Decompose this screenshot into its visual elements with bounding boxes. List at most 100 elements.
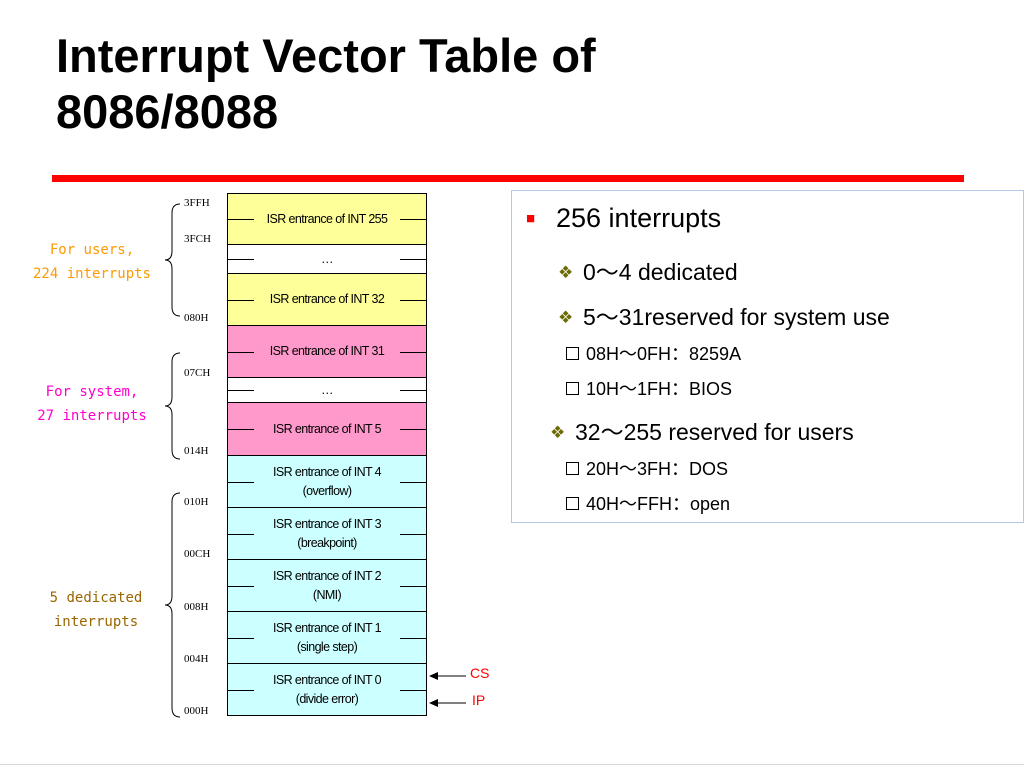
system-group-label: For system, 27 interrupts	[14, 380, 170, 428]
panel-line-users-text: 32～255 reserved for users	[575, 419, 854, 445]
dedicated-label-line1: 5 dedicated	[49, 590, 143, 606]
system-brace	[164, 352, 181, 460]
panel-line-dedicated: ❖ 0～4 dedicated	[558, 253, 738, 287]
panel-line-users: ❖ 32～255 reserved for users	[550, 413, 854, 447]
cs-pointer-label: CS	[470, 665, 490, 681]
cell-tick-left	[228, 299, 254, 301]
cell-tick-left	[228, 481, 254, 483]
cell-tick-left	[228, 429, 254, 430]
panel-line-8259a-text: 08H～0FH：8259A	[586, 344, 742, 364]
slide-title: Interrupt Vector Table of 8086/8088	[56, 28, 956, 140]
cell-tick-right	[400, 533, 426, 535]
panel-line-system-text: 5～31reserved for system use	[583, 304, 890, 330]
cell-tick-right	[400, 481, 426, 483]
vector-table-cell-text: (breakpoint)	[297, 535, 357, 550]
vector-table-cell: ISR entrance of INT 4(overflow)	[227, 455, 427, 507]
vector-table-cell: ISR entrance of INT 3(breakpoint)	[227, 507, 427, 559]
address-label: 080H	[184, 312, 209, 324]
vector-table-cell-text: …	[321, 251, 334, 266]
box-bullet-icon	[566, 347, 579, 360]
panel-line-8259a: 08H～0FH：8259A	[566, 340, 741, 366]
cell-tick-left	[228, 637, 254, 639]
title-divider	[52, 175, 964, 182]
dedicated-brace	[164, 492, 181, 718]
dedicated-group-label: 5 dedicated interrupts	[18, 586, 174, 634]
cell-tick-left	[228, 533, 254, 535]
dedicated-label-line2: interrupts	[53, 614, 139, 630]
square-bullet-icon: ■	[526, 210, 536, 227]
vector-table-cell-text: ISR entrance of INT 32	[269, 292, 385, 306]
vector-table-cell: ISR entrance of INT 1 (single step)	[227, 611, 427, 663]
slide-title-line2: 8086/8088	[56, 85, 279, 138]
box-bullet-icon	[566, 462, 579, 475]
address-label: 010H	[184, 496, 209, 508]
users-label-line2: 224 interrupts	[32, 266, 151, 282]
box-bullet-icon	[566, 497, 579, 510]
panel-line-system: ❖ 5～31reserved for system use	[558, 298, 890, 332]
vector-table-cell: …	[227, 377, 427, 402]
cell-tick-left	[228, 351, 254, 353]
ip-arrow-icon	[429, 699, 466, 707]
system-label-line1: For system,	[45, 384, 139, 400]
vector-table-cell: ISR entrance of INT 5	[227, 402, 427, 455]
cell-tick-right	[400, 351, 426, 353]
cell-tick-left	[228, 219, 254, 220]
panel-line-256-text: 256 interrupts	[556, 203, 722, 233]
diamond-bullet-icon: ❖	[558, 308, 574, 327]
cell-tick-left	[228, 259, 254, 260]
cell-tick-right	[400, 219, 426, 220]
cell-tick-right	[400, 585, 426, 587]
footer-divider	[0, 764, 1024, 765]
address-label: 07CH	[184, 367, 211, 379]
users-group-label: For users, 224 interrupts	[14, 238, 170, 286]
address-label: 004H	[184, 653, 209, 665]
ip-pointer-label: IP	[472, 692, 486, 708]
panel-line-bios-text: 10H～1FH：BIOS	[586, 379, 733, 399]
vector-table-cell-text: (divide error)	[295, 691, 359, 706]
cell-tick-right	[400, 429, 426, 430]
panel-line-dos: 20H～3FH：DOS	[566, 455, 728, 481]
vector-table-cell-text: ISR entrance of INT 0	[272, 672, 382, 687]
address-label: 000H	[184, 705, 209, 717]
vector-table-cell-text: …	[321, 382, 334, 397]
panel-line-dedicated-text: 0～4 dedicated	[583, 259, 738, 285]
vector-table-cell: ISR entrance of INT 2(NMI)	[227, 559, 427, 611]
vector-table-cell: …	[227, 244, 427, 273]
slide-title-line1: Interrupt Vector Table of	[56, 29, 596, 82]
summary-panel: ■ 256 interrupts ❖ 0～4 dedicated ❖ 5～31rese…	[511, 190, 1024, 523]
vector-table-cell: ISR entrance of INT 32	[227, 273, 427, 325]
address-label: 014H	[184, 445, 209, 457]
vector-table-cell-text: (NMI)	[312, 587, 342, 602]
diamond-bullet-icon: ❖	[558, 263, 574, 282]
vector-table-cell-text: (single step)	[296, 639, 358, 654]
panel-line-dos-text: 20H～3FH：DOS	[586, 459, 729, 479]
vector-table-cell: ISR entrance of INT 0 (divide error)	[227, 663, 427, 716]
panel-line-256: ■ 256 interrupts	[526, 203, 721, 234]
cell-tick-left	[228, 585, 254, 587]
address-label: 00CH	[184, 548, 211, 560]
box-bullet-icon	[566, 382, 579, 395]
diamond-bullet-icon: ❖	[550, 423, 566, 442]
panel-line-bios: 10H～1FH：BIOS	[566, 375, 732, 401]
cell-tick-right	[400, 390, 426, 391]
vector-table-cell-text: ISR entrance of INT 5	[272, 421, 382, 436]
address-label: 3FFH	[184, 197, 210, 209]
vector-table-cell-text: (overflow)	[302, 483, 352, 498]
vector-table-cell-text: ISR entrance of INT 1	[272, 620, 382, 635]
cell-tick-right	[400, 259, 426, 260]
cell-tick-left	[228, 689, 254, 691]
cs-arrow-icon	[429, 672, 466, 680]
panel-line-open-text: 40H～FFH：open	[586, 494, 731, 514]
panel-line-open: 40H～FFH：open	[566, 490, 730, 516]
system-label-line2: 27 interrupts	[37, 408, 147, 424]
cell-tick-right	[400, 689, 426, 691]
users-label-line1: For users,	[49, 242, 135, 258]
users-brace	[164, 203, 181, 317]
cell-tick-right	[400, 299, 426, 301]
vector-table-cell-text: ISR entrance of INT 31	[269, 344, 385, 358]
address-label: 3FCH	[184, 233, 211, 245]
vector-table-cell-text: ISR entrance of INT 255	[266, 211, 388, 226]
address-label: 008H	[184, 601, 209, 613]
vector-table-cell: ISR entrance of INT 31	[227, 325, 427, 377]
cell-tick-right	[400, 637, 426, 639]
